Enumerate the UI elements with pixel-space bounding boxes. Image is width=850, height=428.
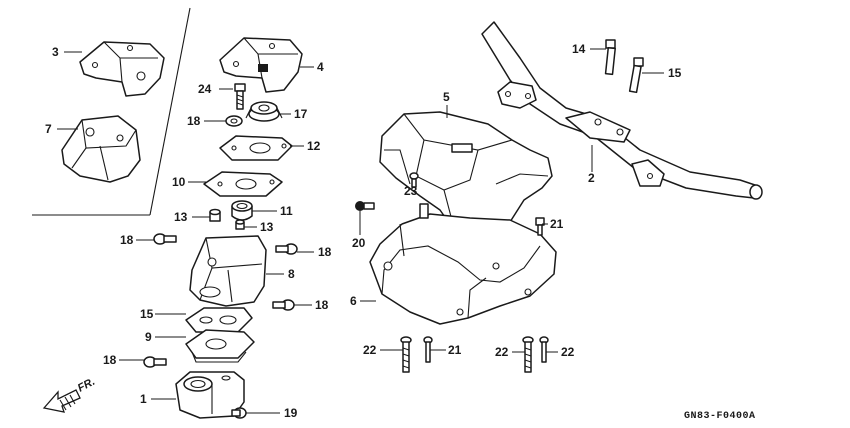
callout-1: 1 bbox=[140, 392, 147, 406]
part-22-screw-right[interactable] bbox=[522, 336, 534, 373]
part-12-plate[interactable] bbox=[219, 135, 293, 161]
part-13-collar-b[interactable] bbox=[235, 219, 245, 230]
part-23-screw[interactable] bbox=[409, 172, 419, 188]
part-10-plate[interactable] bbox=[203, 171, 283, 197]
part-18-bolt-b[interactable] bbox=[275, 243, 298, 255]
callout-21-a: 21 bbox=[448, 343, 462, 357]
leader-lines bbox=[57, 48, 664, 414]
part-20-screw[interactable] bbox=[535, 217, 545, 236]
callout-19: 20 bbox=[352, 236, 366, 250]
callout-12: 12 bbox=[307, 139, 321, 153]
callout-2: 2 bbox=[588, 171, 595, 185]
callout-22-a: 22 bbox=[363, 343, 377, 357]
diagram-code: GN83-F0400A bbox=[684, 411, 756, 422]
callout-18-a: 18 bbox=[120, 233, 134, 247]
callout-13-b: 13 bbox=[260, 220, 274, 234]
callout-24: 24 bbox=[198, 82, 212, 96]
part-4-bracket[interactable] bbox=[219, 37, 303, 93]
callout-15-b: 15 bbox=[668, 66, 682, 80]
part-17-nut[interactable] bbox=[225, 115, 243, 127]
part-16-clip-nut[interactable] bbox=[245, 101, 283, 122]
callout-14: 15 bbox=[140, 307, 154, 321]
callout-18-d: 18 bbox=[103, 353, 117, 367]
part-18-bolt-d[interactable] bbox=[143, 356, 167, 368]
callout-23: 23 bbox=[404, 184, 418, 198]
part-7-holder[interactable] bbox=[61, 115, 141, 183]
callout-10: 10 bbox=[172, 175, 186, 189]
part-15-bolt-a[interactable] bbox=[604, 39, 616, 76]
callout-21-b: 22 bbox=[561, 345, 575, 359]
callout-13-a: 13 bbox=[174, 210, 188, 224]
part-3-bracket[interactable] bbox=[79, 41, 165, 97]
callout-18-c: 18 bbox=[315, 298, 329, 312]
part-1-housing[interactable] bbox=[175, 371, 245, 419]
callout-18-b: 18 bbox=[318, 245, 332, 259]
front-label: FR. bbox=[76, 376, 97, 395]
part-18-bolt-c[interactable] bbox=[272, 299, 295, 311]
part-2-handlebar[interactable] bbox=[481, 21, 763, 200]
part-6-lower-cover[interactable] bbox=[369, 203, 557, 325]
part-24-bolt[interactable] bbox=[234, 83, 246, 110]
callout-9: 9 bbox=[145, 330, 152, 344]
callout-17: 18 bbox=[187, 114, 201, 128]
part-18-bolt-e[interactable] bbox=[231, 407, 247, 419]
callout-7: 7 bbox=[45, 122, 52, 136]
part-21-screw-right[interactable] bbox=[539, 336, 549, 363]
callout-22-b: 22 bbox=[495, 345, 509, 359]
part-21-screw-left[interactable] bbox=[423, 336, 433, 363]
section-divider bbox=[32, 7, 191, 216]
callout-4: 4 bbox=[317, 60, 324, 74]
part-14-gasket[interactable] bbox=[185, 307, 253, 333]
callout-18-e: 19 bbox=[284, 406, 298, 420]
part-9-seal[interactable] bbox=[185, 329, 255, 363]
part-18-bolt-a[interactable] bbox=[153, 233, 177, 245]
callout-16: 17 bbox=[294, 107, 308, 121]
part-5-upper-cover[interactable] bbox=[379, 111, 553, 231]
part-8-cover[interactable] bbox=[189, 235, 267, 307]
callout-11: 11 bbox=[280, 204, 293, 218]
callout-20: 21 bbox=[550, 217, 564, 231]
callout-3: 3 bbox=[52, 45, 59, 59]
callout-5: 5 bbox=[443, 90, 450, 104]
callout-6: 6 bbox=[350, 294, 357, 308]
callout-8: 8 bbox=[288, 267, 295, 281]
part-13-collar-a[interactable] bbox=[209, 208, 221, 222]
front-direction-arrow: FR. bbox=[42, 376, 97, 413]
callout-15-a: 14 bbox=[572, 42, 586, 56]
part-19-grommet[interactable] bbox=[355, 201, 375, 211]
part-11-collar[interactable] bbox=[231, 200, 253, 221]
part-22-screw-left[interactable] bbox=[400, 336, 412, 373]
callout-labels: 3 7 4 24 17 18 12 10 11 13 13 18 18 8 18… bbox=[45, 42, 682, 420]
part-15-bolt-b[interactable] bbox=[628, 57, 644, 94]
